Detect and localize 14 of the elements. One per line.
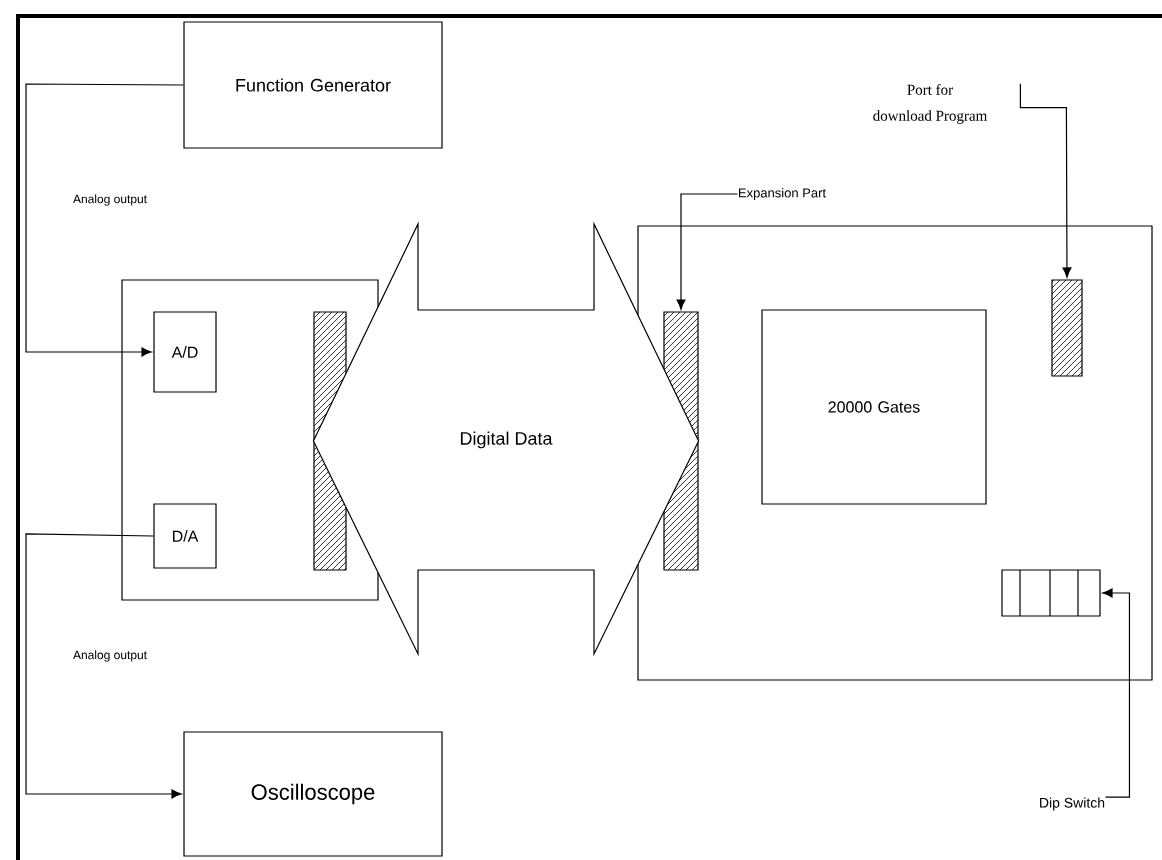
converter-box: D/A <box>153 503 217 569</box>
arrow <box>1102 588 1131 798</box>
block-arrow <box>312 221 700 657</box>
chip-box: 20000 Gates <box>761 309 987 505</box>
arrow <box>1019 83 1072 278</box>
arrow <box>25 533 182 799</box>
process-box: Function Generator <box>183 21 443 149</box>
edge-label: Digital Data <box>457 429 555 451</box>
converter-box: A/D <box>153 311 217 393</box>
dip-switch <box>1001 569 1101 617</box>
process-box: Oscilloscope <box>183 731 443 857</box>
arrow <box>676 193 739 310</box>
port-strip <box>1051 279 1083 377</box>
arrow <box>25 83 184 357</box>
